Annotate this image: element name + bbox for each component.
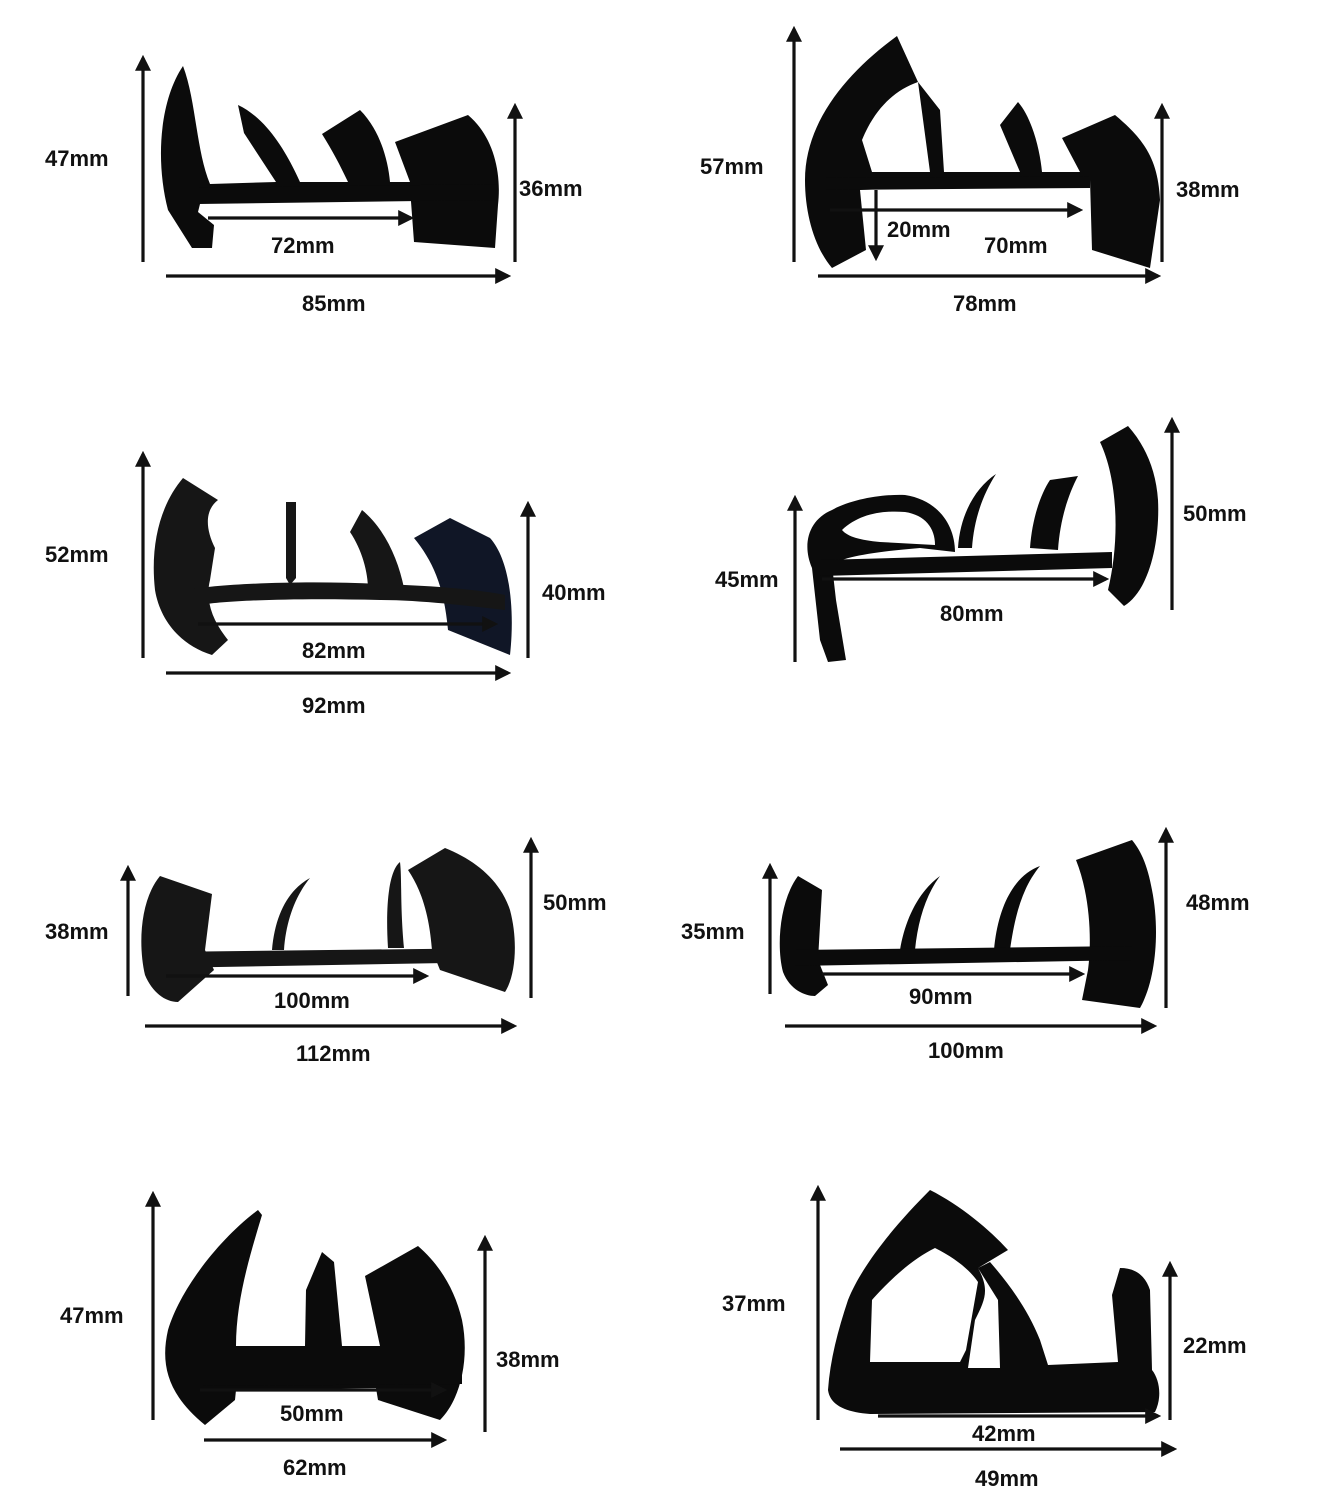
label-w-inner: 90mm: [909, 984, 973, 1009]
label-h-left: 52mm: [45, 542, 109, 567]
label-w-outer: 78mm: [953, 291, 1017, 316]
label-h-right: 38mm: [496, 1347, 560, 1372]
profile-8: 37mm 22mm 42mm 49mm: [722, 1184, 1247, 1491]
label-w-inner: 70mm: [984, 233, 1048, 258]
label-h-right: 36mm: [519, 176, 583, 201]
label-h-left: 57mm: [700, 154, 764, 179]
label-h-right: 50mm: [1183, 501, 1247, 526]
label-h-right: 22mm: [1183, 1333, 1247, 1358]
label-depth: 20mm: [887, 217, 951, 242]
label-h-right: 40mm: [542, 580, 606, 605]
profile-4-shape: [807, 426, 1159, 662]
profile-1-shape: [160, 66, 499, 248]
label-h-left: 37mm: [722, 1291, 786, 1316]
label-h-left: 35mm: [681, 919, 745, 944]
label-w-outer: 112mm: [296, 1041, 371, 1066]
profile-7-shape: [165, 1210, 465, 1425]
label-w-outer: 49mm: [975, 1466, 1039, 1491]
label-h-right: 50mm: [543, 890, 607, 915]
label-h-right: 38mm: [1176, 177, 1240, 202]
profile-5: 38mm 50mm 100mm 112mm: [45, 836, 607, 1066]
label-w-inner: 80mm: [940, 601, 1004, 626]
profile-2: 57mm 38mm 20mm 70mm 78mm: [700, 25, 1240, 316]
profile-8-shape: [828, 1190, 1160, 1414]
profile-7: 47mm 38mm 50mm 62mm: [60, 1190, 560, 1480]
label-w-inner: 72mm: [271, 233, 335, 258]
label-h-left: 45mm: [715, 567, 779, 592]
profile-1: 47mm 36mm 72mm 85mm: [45, 54, 583, 316]
profile-3: 52mm 40mm 82mm 92mm: [45, 450, 606, 718]
label-h-left: 47mm: [60, 1303, 124, 1328]
label-w-outer: 92mm: [302, 693, 366, 718]
label-w-inner: 100mm: [274, 988, 350, 1013]
label-h-left: 38mm: [45, 919, 109, 944]
profile-6: 35mm 48mm 90mm 100mm: [681, 826, 1250, 1063]
label-w-inner: 82mm: [302, 638, 366, 663]
label-h-right: 48mm: [1186, 890, 1250, 915]
profile-3-shape: [153, 478, 512, 655]
label-w-inner: 50mm: [280, 1401, 344, 1426]
profile-5-shape: [141, 848, 515, 1002]
label-w-outer: 62mm: [283, 1455, 347, 1480]
label-h-left: 47mm: [45, 146, 109, 171]
label-w-inner: 42mm: [972, 1421, 1036, 1446]
label-w-outer: 85mm: [302, 291, 366, 316]
profile-6-shape: [779, 840, 1156, 1008]
label-w-outer: 100mm: [928, 1038, 1004, 1063]
profile-2-shape: [805, 36, 1160, 268]
profile-4: 45mm 50mm 80mm: [715, 416, 1247, 662]
